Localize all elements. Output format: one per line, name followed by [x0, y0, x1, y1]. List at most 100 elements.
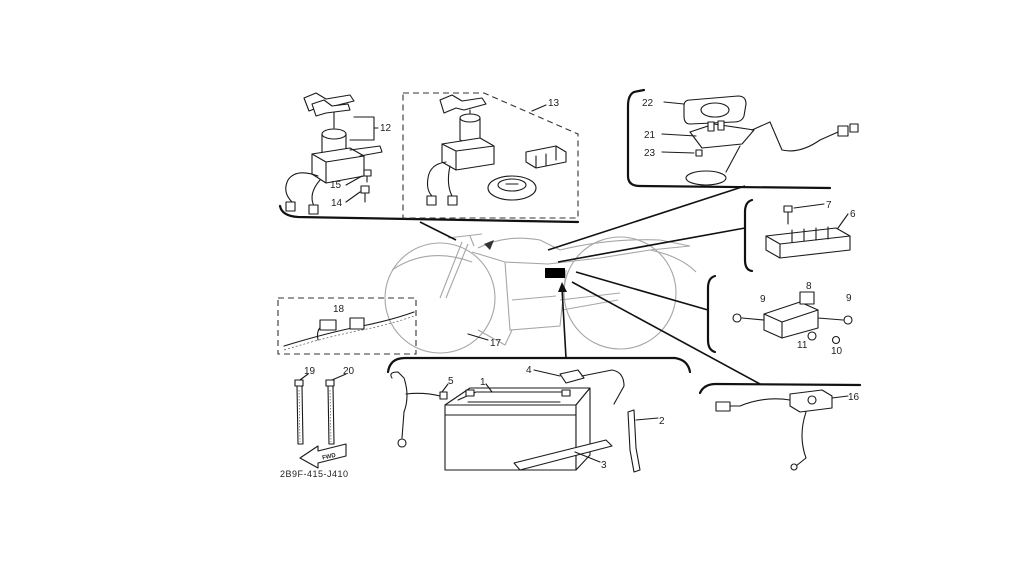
key-icon	[439, 94, 487, 114]
switch-lead-connector	[715, 401, 731, 412]
callout-11: 11	[797, 340, 808, 351]
bracket-ignition-group	[278, 204, 580, 224]
motorcycle-outline	[384, 233, 697, 354]
terminal-ring-right	[843, 315, 853, 325]
fuel-cap-inner	[497, 178, 527, 192]
sender-float	[685, 170, 727, 186]
leader-to-relay	[575, 271, 709, 311]
callout-13: 13	[548, 98, 560, 109]
switch-wire	[311, 179, 321, 207]
cable-tie-20	[327, 385, 335, 445]
pump-connector	[849, 123, 859, 133]
fuel-tank	[477, 237, 561, 251]
callout-2: 2	[659, 416, 665, 427]
dashed-box-lock-set	[402, 92, 579, 219]
arrowhead-battery	[558, 282, 567, 292]
callout-14-leader	[345, 191, 361, 203]
callout-8: 8	[806, 281, 812, 292]
lock-body	[441, 137, 495, 171]
fuel-pump-assembly: 22 21 23	[642, 95, 859, 186]
bolt-7	[783, 205, 793, 213]
bracket-fuel-pump-group	[626, 88, 832, 190]
callout-17: 17	[490, 338, 502, 349]
callout-2-leader	[635, 417, 659, 421]
cable-ties: 19 20	[294, 366, 355, 445]
swingarm	[559, 292, 621, 311]
leader-to-switch	[571, 281, 761, 385]
battery-top-detail	[457, 391, 571, 403]
battery-assembly: 4 5 1 2 3	[390, 365, 665, 473]
callout-22-leader	[663, 101, 685, 105]
callout-12-bracket	[349, 116, 379, 141]
cable-tie-20-head	[325, 379, 335, 387]
bolt-15	[363, 169, 372, 177]
callout-1: 1	[480, 377, 486, 388]
callout-13-leader	[531, 104, 547, 112]
callout-5: 5	[448, 376, 454, 387]
callout-16-leader	[831, 395, 849, 399]
seat	[559, 239, 691, 251]
rectifier-edge	[765, 235, 851, 259]
relay-lead-right	[817, 317, 844, 321]
switch-body-edge	[311, 153, 365, 184]
callout-3-leader	[574, 451, 601, 463]
callout-16: 16	[848, 392, 860, 403]
mount-plate	[349, 145, 383, 157]
front-wheel	[384, 242, 496, 354]
cable-tie-19	[296, 385, 304, 445]
callout-14: 14	[331, 198, 343, 209]
switch-wire-end	[790, 463, 798, 471]
callout-6: 6	[850, 209, 856, 220]
nut-5	[439, 391, 448, 400]
switch-lead	[739, 398, 791, 407]
leader-lines	[419, 185, 761, 385]
callout-17-leader	[467, 333, 489, 341]
lock-set-assembly: 13	[426, 94, 567, 206]
lock-cylinder-top	[459, 113, 481, 123]
screw-23	[695, 149, 703, 157]
switch-cylinder-top	[321, 128, 347, 140]
electrical-box-marker	[545, 268, 565, 278]
ignition-switch-assembly: 12 15 14	[285, 92, 392, 215]
leader-to-rectifier	[557, 227, 746, 263]
pump-connector	[837, 125, 849, 137]
part-18-coupler	[349, 317, 365, 330]
switch-face	[807, 395, 817, 405]
switch-down-wire	[795, 411, 807, 467]
switch-body	[311, 147, 365, 184]
ring-10	[831, 335, 841, 345]
pump-wire	[751, 121, 839, 152]
bolt-14	[360, 185, 370, 194]
grommet-11	[807, 331, 817, 341]
lock-connector	[447, 195, 458, 206]
callout-3: 3	[601, 460, 607, 471]
relay-edge	[763, 309, 819, 339]
bracket-rectifier-group	[743, 198, 754, 273]
leader-to-fuel-pump	[547, 185, 746, 251]
cable-tie-19-teeth	[298, 389, 301, 443]
positive-cable-4	[581, 369, 625, 405]
front-fork	[439, 241, 469, 299]
diagram-code: 2B9F-415-J410	[280, 469, 349, 479]
bracket-relay-group	[706, 274, 717, 354]
lock-body-edge	[441, 143, 495, 171]
lock-wire	[447, 165, 453, 197]
callout-7: 7	[826, 200, 832, 211]
callout-6-leader	[837, 213, 849, 229]
cable-branch	[405, 392, 441, 397]
harness-connector	[319, 319, 337, 331]
front-fender	[391, 255, 473, 271]
callout-10: 10	[831, 346, 843, 357]
pump-terminal	[717, 120, 725, 131]
relay-top	[799, 291, 815, 305]
battery-strap-3	[513, 439, 613, 471]
leader-to-ignition	[419, 221, 457, 241]
callout-18: 18	[333, 304, 345, 315]
leader-to-battery	[561, 287, 567, 359]
callout-19: 19	[304, 366, 316, 377]
engine-lines	[477, 295, 557, 346]
wire-harness-assembly: 18 17	[283, 304, 502, 351]
rear-fender	[649, 249, 697, 273]
callout-21: 21	[644, 130, 656, 141]
